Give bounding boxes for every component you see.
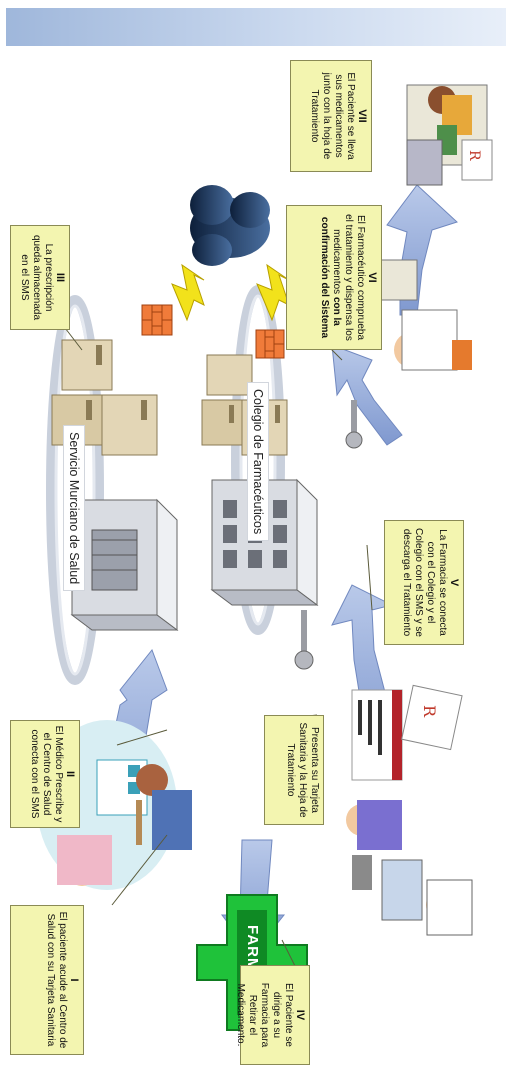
step-7-text: El Paciente se lleva sus medicamentos ju…: [309, 72, 356, 160]
step-2-number: II: [64, 770, 76, 778]
step-5-number: V: [448, 578, 460, 587]
prescription-sheet-icon: R: [401, 684, 463, 751]
step-4-number: IV: [294, 1009, 306, 1021]
step-5-text: La Farmacia se conecta con el Colegio y …: [401, 528, 448, 637]
colegio-ring: [231, 285, 285, 635]
step-1-callout: I El paciente acude al Centro de Salud c…: [10, 905, 84, 1055]
step-6-number: VI: [366, 272, 378, 283]
step-7-number: VII: [356, 109, 368, 123]
step-3-number: III: [54, 272, 66, 283]
pharmacy-counter-scene: [346, 800, 473, 936]
step-2-callout: II El Médico Prescribe y el Centro de Sa…: [10, 720, 80, 828]
pharmacist-scene: [376, 259, 472, 371]
cloud-icon: [190, 185, 270, 266]
header-banner: [6, 8, 506, 46]
svg-text:R: R: [420, 705, 439, 718]
step-2-text: El Médico Prescribe y el Centro de Salud…: [29, 725, 64, 823]
sms-building-icon: [70, 498, 179, 631]
step-3-callout: III La prescripción queda almacenada en …: [10, 225, 70, 330]
step-3-text: La prescripción queda almacenada en el S…: [19, 234, 54, 321]
sms-label: Servicio Murciano de Salud: [63, 425, 85, 592]
health-card-pharmacy-icon: [351, 689, 403, 781]
firewall-icon-colegio: [255, 329, 285, 359]
step-6-callout: VI El Farmacéutico comprueba el tratamie…: [286, 205, 382, 350]
card-presentation-text: Presenta su Tarjeta Sanitaria y la Hoja …: [285, 722, 320, 818]
colegio-building-icon: [210, 478, 319, 606]
key-icon-colegio: [294, 610, 314, 670]
lightning-bottom: [256, 263, 290, 322]
arrow-to-pharmacist: [331, 344, 403, 446]
step-5-callout: V La Farmacia se conecta con el Colegio …: [384, 520, 464, 645]
colegio-label: Colegio de Farmacéuticos: [247, 382, 269, 542]
patient-leaving-scene: R: [406, 84, 493, 186]
key-icon-pharmacist: [345, 400, 363, 449]
lightning-top: [171, 263, 205, 322]
step-1-number: I: [68, 978, 80, 982]
firewall-icon-sms: [141, 304, 173, 336]
svg-text:R: R: [466, 150, 482, 161]
step-4-text: El Paciente se dirige a su Farmacia para…: [235, 982, 294, 1048]
step-1-text: El paciente acude al Centro de Salud con…: [45, 911, 68, 1049]
step-4-callout: IV El Paciente se dirige a su Farmacia p…: [235, 965, 310, 1065]
card-presentation-callout: Presenta su Tarjeta Sanitaria y la Hoja …: [264, 715, 324, 825]
step-7-callout: VII El Paciente se lleva sus medicamento…: [290, 60, 372, 172]
sms-ring: [46, 295, 104, 685]
